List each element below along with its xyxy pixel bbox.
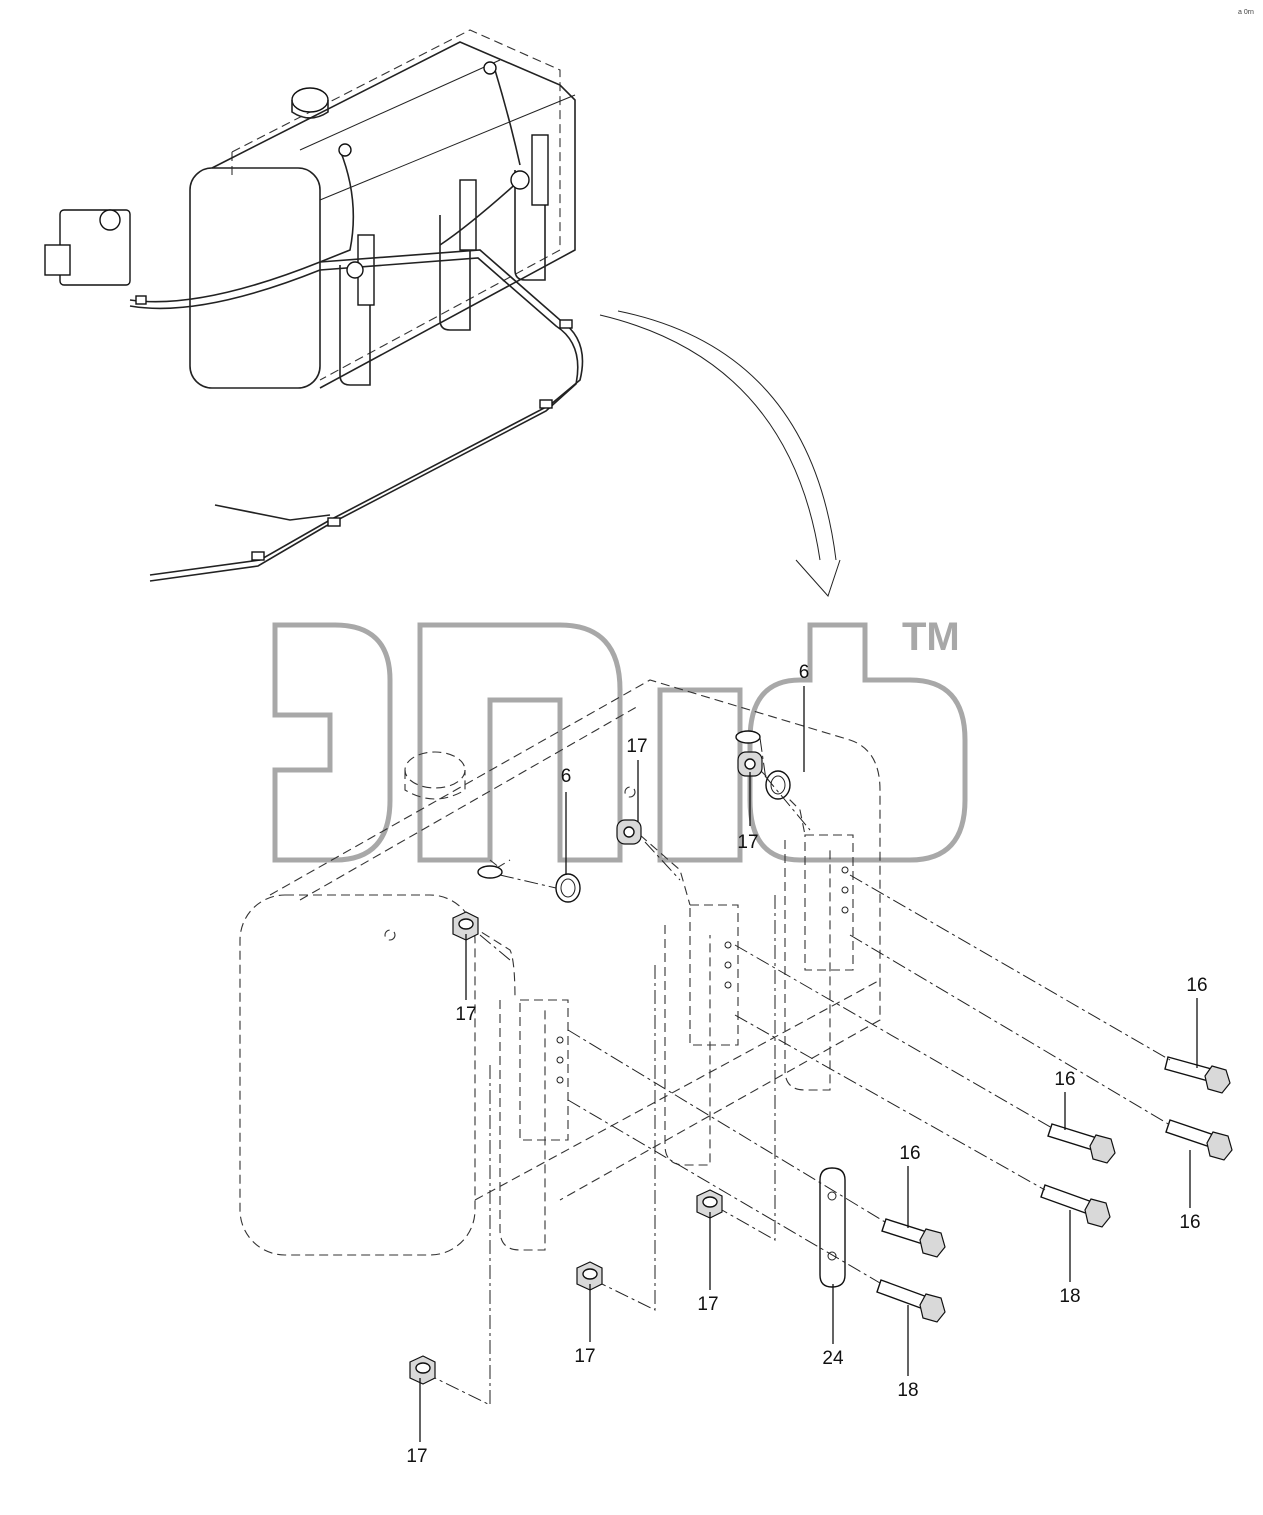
detail-strap-bracket-3 [804, 834, 854, 971]
overview-hose-clamp-1 [559, 319, 573, 329]
corner-mark: a 0rn [1238, 9, 1254, 16]
bolt-16-far-right-top [1164, 1056, 1231, 1094]
callout-18-right: 18 [1059, 1286, 1080, 1307]
overview-valve-fitting [99, 209, 121, 231]
bolt-16-mid-right [1047, 1123, 1116, 1164]
callout-17-bottom: 17 [406, 1446, 427, 1467]
detail-tank-end-face [239, 894, 476, 1256]
leader-lines [419, 686, 1198, 1442]
overview-bracket-3 [531, 134, 549, 206]
callout-6-upper: 6 [799, 662, 810, 683]
overview-hose-clamp-2 [539, 399, 553, 409]
detail-fitting-right [735, 730, 761, 744]
bolt-18-mid-right [1040, 1184, 1111, 1228]
detail-strap-bracket-2 [689, 904, 739, 1046]
overview-grommet-2 [346, 261, 364, 279]
nut-mid-1 [696, 1189, 723, 1219]
callout-24-strap-plate: 24 [822, 1348, 844, 1369]
callout-17-mid-1: 17 [697, 1294, 718, 1315]
strap-plate [819, 1167, 846, 1288]
hose-clamp-upper [765, 770, 791, 800]
overview-grommet-1 [510, 170, 530, 190]
callout-labels: 6 17 17 6 17 16 16 16 16 18 18 17 17 17 … [406, 662, 1207, 1467]
nut-mid-2 [576, 1261, 603, 1291]
callout-18-strap: 18 [897, 1380, 918, 1401]
callout-17-left: 17 [455, 1004, 476, 1025]
overview-hose-clamp-5 [135, 295, 147, 305]
overview-hose-clamp-3 [327, 517, 341, 527]
hose-clamp-lower [555, 873, 581, 903]
overview-filler-cap [291, 87, 329, 113]
bolt-16-strap-top [881, 1218, 946, 1258]
grommet-upper-mid [616, 819, 642, 845]
detail-strap-bracket-1 [519, 999, 569, 1141]
bolt-18-strap-bottom [876, 1279, 946, 1323]
overview-fitting-1 [338, 143, 352, 157]
nut-bottom [409, 1355, 436, 1385]
callout-17-upper-mid: 17 [626, 736, 647, 757]
bolt-16-far-right-bottom [1165, 1119, 1233, 1161]
overview-valve-body [44, 244, 71, 276]
callout-16-far-right-top: 16 [1186, 975, 1207, 996]
callout-16-strap: 16 [899, 1143, 920, 1164]
detail-filler-cap [404, 751, 466, 789]
nut-upper-left [452, 911, 479, 941]
overview-fitting-2 [483, 61, 497, 75]
assembly-lines [434, 737, 1171, 1406]
callout-17-upper-right: 17 [737, 832, 758, 853]
callout-17-mid-2: 17 [574, 1346, 595, 1367]
watermark-trademark: TM [902, 615, 960, 659]
callout-6-lower: 6 [561, 766, 572, 787]
detail-fitting-left [477, 865, 503, 879]
detail-tank-assembly [239, 679, 881, 1256]
callout-16-far-right-bottom: 16 [1179, 1212, 1200, 1233]
detail-arrow [599, 310, 841, 597]
overview-tank-assembly [44, 29, 584, 582]
overview-bracket-2 [459, 179, 477, 251]
watermark-logo: TM [272, 615, 968, 863]
overview-tank-end-face [189, 167, 321, 389]
overview-hose-clamp-4 [251, 551, 265, 561]
callout-16-mid-right: 16 [1054, 1069, 1075, 1090]
